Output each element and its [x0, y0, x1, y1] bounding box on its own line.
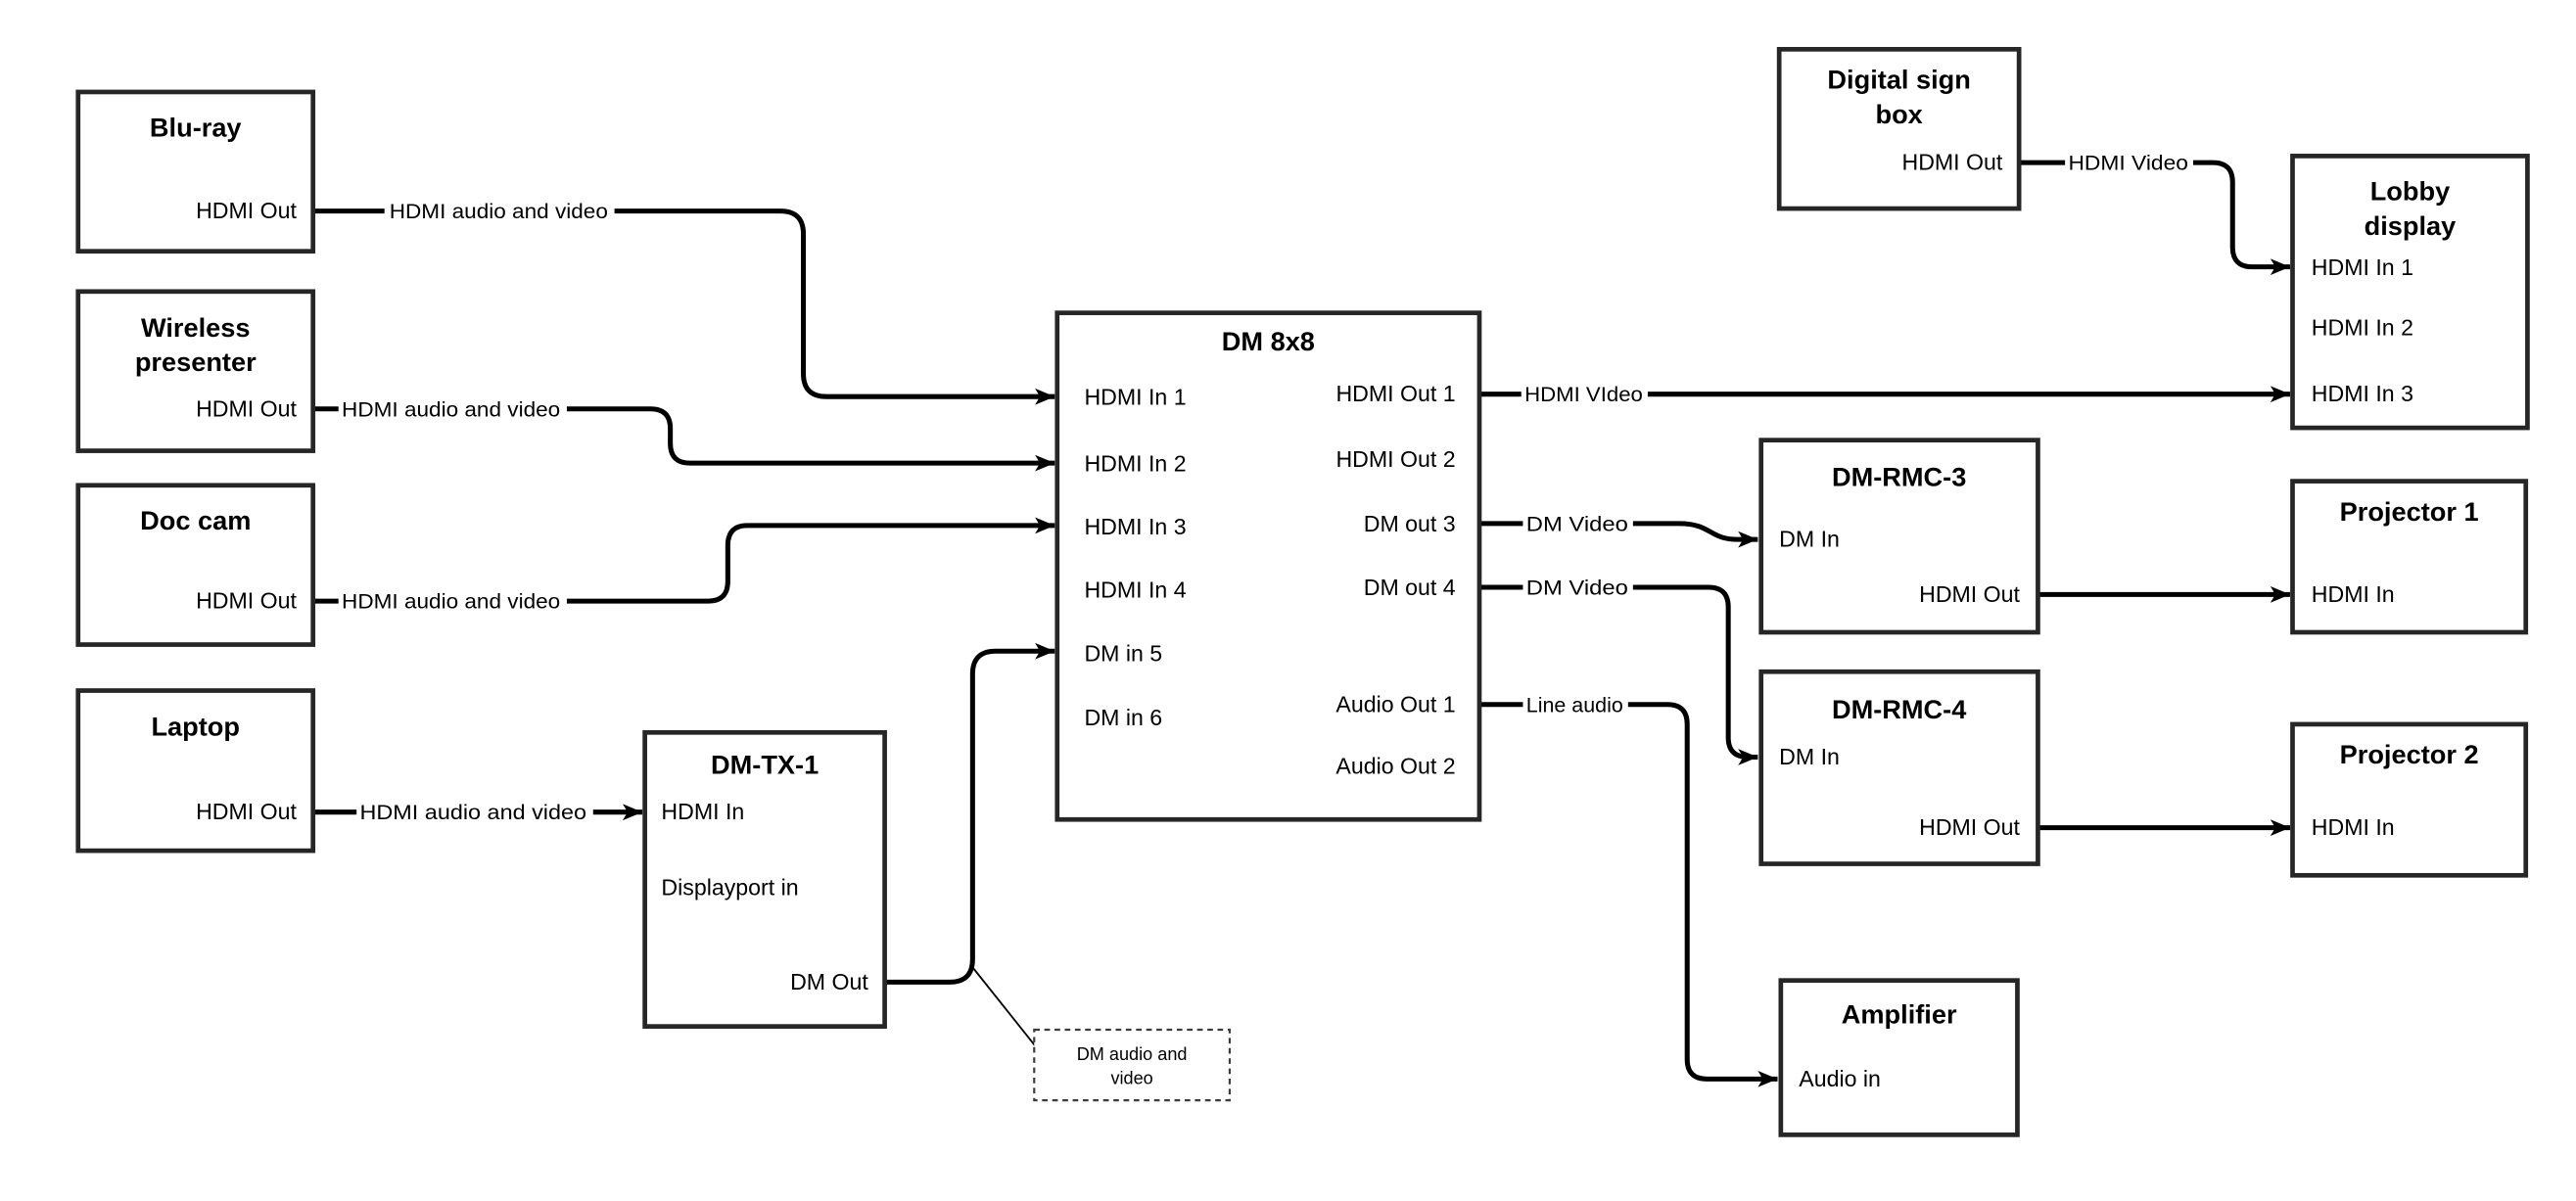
node-bluray-title: Blu-ray	[150, 112, 242, 142]
port-rmc3-dm-in: DM In	[1779, 527, 1840, 552]
port-dm8x8-dm-out-3: DM out 3	[1364, 511, 1456, 536]
node-amp-title: Amplifier	[1842, 998, 1957, 1029]
port-rmc4-dm-in: DM In	[1779, 744, 1840, 769]
node-rmc4-title: DM-RMC-4	[1832, 694, 1966, 724]
node-rmc4-box	[1758, 669, 2040, 866]
node-projector1: Projector 1 HDMI In	[2290, 479, 2529, 635]
node-doccam: Doc cam HDMI Out	[75, 483, 316, 647]
node-dmtx1-title: DM-TX-1	[711, 749, 819, 779]
wires-layer	[312, 160, 2290, 1087]
node-sign-title-line2: box	[1875, 99, 1922, 129]
wire-dm8x8-aout1-to-amp	[1627, 702, 1778, 1087]
node-proj1-box	[2290, 479, 2529, 635]
node-laptop: Laptop HDMI Out	[75, 688, 316, 854]
port-bluray-hdmi-out: HDMI Out	[196, 198, 297, 223]
port-proj2-hdmi-in: HDMI In	[2312, 814, 2395, 840]
node-laptop-title: Laptop	[151, 712, 240, 742]
port-dm8x8-dm-in-5: DM in 5	[1084, 640, 1162, 666]
wire-label-laptop: HDMI audio and video	[360, 801, 587, 824]
wire-label-dm-video-4: DM Video	[1526, 576, 1628, 599]
node-sign-box	[1776, 46, 2022, 211]
wire-label-wireless: HDMI audio and video	[342, 397, 560, 421]
wire-label-hdmi-video-lobby: HDMI VIdeo	[1524, 383, 1643, 406]
node-doccam-title: Doc cam	[140, 505, 251, 535]
node-rmc3-title: DM-RMC-3	[1832, 462, 1966, 492]
node-projector2: Projector 2 HDMI In	[2290, 721, 2529, 878]
node-proj1-title: Projector 1	[2340, 496, 2479, 527]
port-dm8x8-hdmi-in-1: HDMI In 1	[1084, 385, 1186, 410]
port-dm8x8-hdmi-in-4: HDMI In 4	[1084, 577, 1186, 603]
node-wireless-title-line2: presenter	[135, 346, 257, 377]
node-lobby-display: Lobby display HDMI In 1 HDMI In 2 HDMI I…	[2290, 154, 2530, 431]
wire-label-line-audio: Line audio	[1526, 693, 1623, 716]
port-dm8x8-hdmi-in-2: HDMI In 2	[1084, 451, 1186, 477]
node-proj2-title: Projector 2	[2340, 739, 2479, 769]
node-bluray-box	[75, 89, 316, 254]
wire-bluray-to-dm8x8-in1	[614, 208, 1055, 405]
port-rmc3-hdmi-out: HDMI Out	[1919, 581, 2020, 607]
port-laptop-hdmi-out: HDMI Out	[196, 799, 297, 824]
node-bluray: Blu-ray HDMI Out	[75, 89, 316, 254]
node-lobby-title-line2: display	[2365, 210, 2457, 241]
wire-dm8x8-out4-to-rmc4	[1632, 584, 1758, 765]
node-dmtx1: DM-TX-1 HDMI In Displayport in DM Out	[642, 729, 887, 1029]
node-wireless-box	[75, 289, 316, 453]
node-dmrmc4: DM-RMC-4 DM In HDMI Out	[1758, 669, 2040, 866]
port-lobby-hdmi-in-3: HDMI In 3	[2312, 381, 2413, 406]
port-dm8x8-hdmi-in-3: HDMI In 3	[1084, 514, 1186, 539]
port-dm8x8-dm-in-6: DM in 6	[1084, 705, 1162, 730]
wire-label-bluray: HDMI audio and video	[390, 200, 608, 223]
port-dm8x8-dm-out-4: DM out 4	[1364, 575, 1456, 600]
node-amplifier: Amplifier Audio in	[1778, 978, 2020, 1137]
port-dmtx1-hdmi-in: HDMI In	[661, 799, 744, 824]
wire-dm8x8-out3-to-rmc3	[1632, 521, 1758, 548]
node-doccam-box	[75, 483, 316, 647]
node-dmtx1-box	[642, 729, 887, 1029]
wire-label-doccam: HDMI audio and video	[342, 590, 560, 614]
wire-dmtx1-to-dm8x8-in5	[884, 642, 1055, 985]
wire-label-dm-video-3: DM Video	[1526, 512, 1628, 535]
node-amp-box	[1778, 978, 2020, 1137]
node-proj2-box	[2290, 721, 2529, 878]
port-dm8x8-audio-out-2: Audio Out 2	[1335, 753, 1455, 778]
port-wireless-hdmi-out: HDMI Out	[196, 395, 297, 421]
node-dm8x8-box	[1054, 310, 1482, 822]
port-doccam-hdmi-out: HDMI Out	[196, 588, 297, 614]
port-lobby-hdmi-in-1: HDMI In 1	[2312, 254, 2413, 280]
port-dmtx1-displayport-in: Displayport in	[661, 874, 798, 900]
port-dm8x8-hdmi-out-2: HDMI Out 2	[1335, 446, 1455, 472]
port-dmtx1-dm-out: DM Out	[790, 969, 868, 994]
port-dm8x8-audio-out-1: Audio Out 1	[1335, 691, 1455, 716]
annotation-box	[1033, 1028, 1232, 1102]
wire-labels-layer: HDMI audio and video HDMI audio and vide…	[342, 152, 2188, 825]
port-proj1-hdmi-in: HDMI In	[2312, 581, 2395, 607]
port-dm8x8-hdmi-out-1: HDMI Out 1	[1335, 381, 1455, 406]
node-lobby-box	[2290, 154, 2530, 431]
wire-sign-to-lobby-in1	[2192, 160, 2290, 276]
port-amp-audio-in: Audio in	[1799, 1066, 1881, 1091]
node-digital-sign-box: Digital sign box HDMI Out	[1776, 46, 2022, 211]
node-sign-title-line1: Digital sign	[1827, 65, 1970, 95]
annotation-leader-line	[971, 966, 1038, 1049]
port-lobby-hdmi-in-2: HDMI In 2	[2312, 314, 2413, 340]
node-rmc3-box	[1758, 438, 2040, 635]
node-wireless-title-line1: Wireless	[141, 312, 251, 343]
node-dmrmc3: DM-RMC-3 DM In HDMI Out	[1758, 438, 2040, 635]
node-wireless-presenter: Wireless presenter HDMI Out	[75, 289, 316, 453]
port-rmc4-hdmi-out: HDMI Out	[1919, 814, 2020, 840]
wire-wireless-to-dm8x8-in2	[566, 406, 1055, 472]
annotation-text-line2: video	[1110, 1068, 1152, 1087]
annotation-text-line1: DM audio and	[1077, 1044, 1188, 1064]
node-laptop-box	[75, 688, 316, 854]
node-dm8x8-title: DM 8x8	[1222, 326, 1315, 356]
port-sign-hdmi-out: HDMI Out	[1901, 150, 2002, 175]
node-dm8x8: DM 8x8 HDMI In 1 HDMI In 2 HDMI In 3 HDM…	[1054, 310, 1482, 822]
annotation-dm-audio-video: DM audio and video	[1033, 1028, 1232, 1102]
wire-label-sign-hdmi-video: HDMI Video	[2068, 152, 2188, 175]
wire-doccam-to-dm8x8-in3	[566, 517, 1055, 604]
node-lobby-title-line1: Lobby	[2370, 176, 2451, 207]
